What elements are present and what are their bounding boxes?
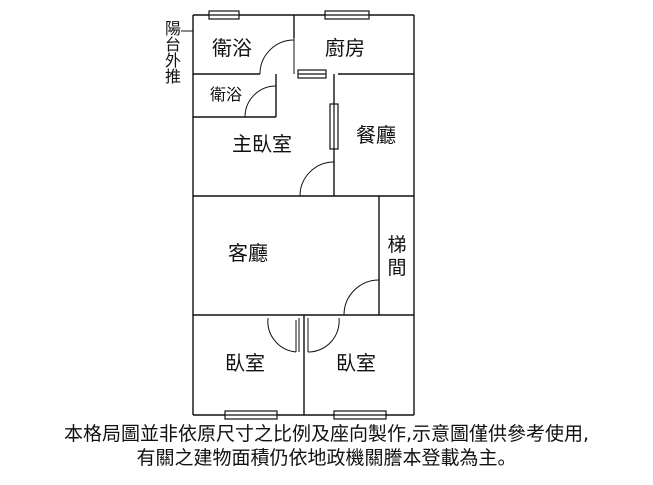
window-top-right <box>324 10 370 20</box>
window-dining-side <box>329 103 339 150</box>
door-master-bedroom <box>299 160 335 197</box>
room-label-dining: 餐廳 <box>356 123 396 147</box>
door-stairwell <box>343 279 380 316</box>
room-label-bedroom-left: 臥室 <box>225 351 265 375</box>
door-bathroom-top <box>259 38 295 75</box>
door-bedroom-left <box>267 317 300 353</box>
window-middle <box>297 69 327 79</box>
room-label-bedroom-right: 臥室 <box>336 351 376 375</box>
room-label-living: 客廳 <box>228 241 268 265</box>
door-bedroom-right <box>307 317 340 353</box>
room-label-stairs: 梯間 <box>387 234 407 279</box>
window-bottom-right <box>333 410 387 420</box>
room-label-bathroom-top: 衛浴 <box>212 36 252 60</box>
door-bathroom-small <box>244 78 277 118</box>
room-label-bathroom-small: 衛浴 <box>210 85 243 104</box>
window-bottom-left <box>224 410 278 420</box>
room-label-kitchen: 廚房 <box>325 36 365 60</box>
balcony-label: 陽台外推 <box>164 19 181 86</box>
room-label-master-bedroom: 主臥室 <box>232 132 292 156</box>
disclaimer-line-2: 有關之建物面積仍依地政機關謄本登載為主。 <box>136 447 517 469</box>
disclaimer-line-1: 本格局圖並非依原尺寸之比例及座向製作,示意圖僅供參考使用, <box>63 423 590 445</box>
window-top-left <box>208 10 240 20</box>
